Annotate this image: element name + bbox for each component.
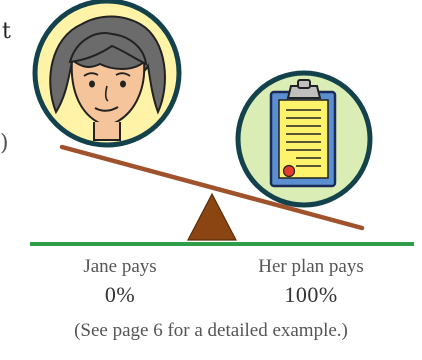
fragment-top-left: t xyxy=(2,19,11,44)
right-percentage: 100% xyxy=(284,282,338,307)
left-percentage: 0% xyxy=(104,282,136,307)
footnote-caption: (See page 6 for a detailed example.) xyxy=(74,320,348,341)
woman-face-icon xyxy=(32,0,182,148)
fragment-mid-left: ) xyxy=(0,131,9,156)
right-caption: Her plan pays xyxy=(258,256,364,277)
clipboard-document-icon xyxy=(235,70,373,208)
seesaw-beam xyxy=(59,144,365,231)
left-caption: Jane pays xyxy=(83,256,157,277)
fulcrum-triangle-icon xyxy=(187,192,237,241)
